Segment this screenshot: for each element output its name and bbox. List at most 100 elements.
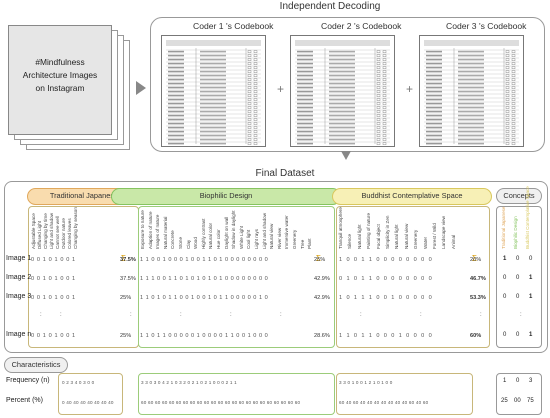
row-bio-percent: 42.9%: [314, 276, 330, 282]
source-label-line: Architecture Images: [22, 70, 98, 80]
row-concept-value: 0: [503, 332, 507, 338]
variable-label: Forest / Wild: [432, 223, 437, 249]
variable-label: Natural view: [269, 223, 275, 249]
variable-label: Silence: [347, 233, 353, 249]
codebook-doc-3: [419, 35, 524, 147]
category-biophilic-design: Biophilic Design: [111, 188, 341, 205]
variable-label: Focal object: [375, 224, 381, 249]
frequency-label: Frequency (n): [6, 377, 50, 384]
row-trad-values: 0 0 1 0 1 0 0 1: [31, 257, 76, 263]
plus-sign: +: [277, 82, 285, 96]
freq-concept-frame: [496, 373, 542, 415]
variable-label: Adjustable Space: [31, 213, 36, 249]
dataset-panel: [4, 181, 548, 353]
row-budd-values: 1 0 1 1 1 0 0 1 0 0 0 0 0: [339, 295, 434, 301]
independent-decoding-title: Independent Decoding: [279, 1, 381, 12]
row-concept-value: 0: [516, 294, 520, 300]
source-label-line: on Instagram: [35, 83, 85, 93]
row-label: Image n: [6, 331, 32, 338]
percent-label: Percent (%): [6, 397, 43, 404]
bio-column-frame: [138, 206, 335, 348]
ellipsis-dots: :: [420, 312, 422, 318]
arrow-right-icon: [136, 81, 146, 95]
freq-bio-values: 3 3 0 3 0 4 2 1 0 3 2 0 2 1 0 2 1 0 0 0 …: [141, 380, 237, 385]
variable-label: Natural light: [356, 224, 362, 249]
pct-concept-2: 00: [514, 398, 521, 404]
codebook-title-1: Coder 1 's Codebook: [193, 21, 274, 31]
variable-label: Natural light: [394, 224, 400, 249]
freq-bio-frame: [138, 373, 335, 415]
row-budd-percent: 60%: [470, 333, 482, 339]
row-budd-percent: 46.7%: [470, 276, 486, 282]
source-label-line: #Mindfulness: [35, 57, 85, 67]
concept-label: Biophilic Design: [513, 216, 518, 249]
row-budd-percent: 20%: [470, 257, 482, 263]
row-concept-value: 0: [516, 275, 520, 281]
concept-column-frame: [496, 206, 542, 348]
row-concept-value: 0: [503, 294, 507, 300]
row-budd-percent: 53.3%: [470, 295, 486, 301]
row-trad-values: 0 0 1 0 1 0 0 1: [31, 276, 76, 282]
variable-label: Natural material: [162, 216, 168, 249]
row-bio-percent: 42.9%: [314, 295, 330, 301]
variable-label: White Light: [238, 226, 244, 249]
variable-label: Plant: [307, 238, 313, 249]
variable-label: Wood: [193, 237, 199, 249]
arrow-down-icon: [341, 151, 351, 160]
row-budd-values: 1 1 0 1 1 0 0 0 1 0 0 0 0: [339, 333, 434, 339]
sigma-icon: Σ: [316, 254, 321, 263]
sigma-icon: Σ: [121, 254, 126, 263]
pct-trad-values: 0 40 40 40 40 40 40 40: [62, 400, 114, 405]
pct-budd-values: 60 40 60 40 40 40 40 40 40 40 60 40 60: [339, 400, 429, 405]
variable-label: Changing by time: [43, 213, 48, 249]
ellipsis-dots: :: [360, 312, 362, 318]
final-dataset-title: Final Dataset: [255, 168, 315, 179]
row-bio-values: 1 1 0 0 1 0 0 0 1 0 0 1 1 0 1 0 0 0 0 0 …: [140, 257, 269, 263]
variable-label: Immersive water: [284, 215, 290, 249]
freq-concept-1: 1: [503, 378, 507, 384]
codebook-panel: Coder 1 's Codebook Coder 2 's Codebook …: [150, 17, 545, 152]
ellipsis-dots: :: [230, 312, 232, 318]
variable-label: Tranquil atmosphere: [338, 207, 343, 249]
row-bio-percent: 28.6%: [314, 333, 330, 339]
ellipsis-dots: :: [480, 312, 482, 318]
row-trad-percent: 25%: [120, 295, 132, 301]
variable-label: Greenery: [413, 229, 419, 249]
freq-concept-2: 0: [516, 378, 520, 384]
row-concept-value: 0: [503, 275, 507, 281]
variable-label: Adaption of nature: [147, 211, 153, 249]
pct-concept-1: 25: [501, 398, 508, 404]
variable-label: Light and shadow: [261, 212, 267, 249]
category-buddhist-contemplative: Buddhist Contemplative Space: [332, 188, 492, 205]
row-bio-values: 1 1 0 1 1 0 0 0 0 0 1 0 0 0 0 1 1 0 0 1 …: [140, 333, 269, 339]
row-trad-percent: 25%: [120, 333, 132, 339]
variable-label: Landscape view: [441, 216, 447, 249]
row-label: Image 1: [6, 255, 32, 262]
row-trad-values: 0 0 1 0 1 0 0 1: [31, 295, 76, 301]
pct-concept-3: 75: [527, 398, 534, 404]
variable-label: Simplicity in Zen: [385, 215, 390, 249]
ellipsis-dots: :: [520, 312, 522, 318]
plus-sign: +: [406, 82, 414, 96]
budd-column-frame: [336, 206, 490, 348]
ellipsis-dots: :: [40, 312, 42, 318]
row-budd-values: 0 1 0 1 1 0 0 0 0 0 0 0 0: [339, 276, 434, 282]
variable-label: Tree: [299, 239, 305, 249]
row-trad-percent: 37.5%: [120, 257, 136, 263]
row-concept-value: 1: [529, 332, 533, 338]
row-bio-percent: 25%: [314, 257, 326, 263]
row-bio-values: 1 1 1 0 0 1 1 0 1 0 1 0 1 0 1 0 0 0 0 0 …: [140, 276, 269, 282]
variable-label: Exposure to nature: [140, 210, 145, 249]
variable-label: Hue color: [216, 229, 221, 249]
freq-trad-values: 0 2 3 4 0 3 0 0: [62, 380, 95, 385]
row-trad-percent: 37.5%: [120, 276, 136, 282]
codebook-title-2: Coder 2 's Codebook: [321, 21, 402, 31]
freq-concept-3: 3: [529, 378, 533, 384]
variable-label: Natural color: [208, 222, 214, 249]
variable-label: Animal: [450, 234, 456, 249]
row-concept-value: 1: [529, 294, 533, 300]
variable-label: Light rays: [254, 229, 259, 249]
row-concept-value: 0: [516, 332, 520, 338]
source-image-stack: #Mindfulness Architecture Images on Inst…: [6, 25, 136, 150]
codebook-doc-1: [161, 35, 266, 147]
